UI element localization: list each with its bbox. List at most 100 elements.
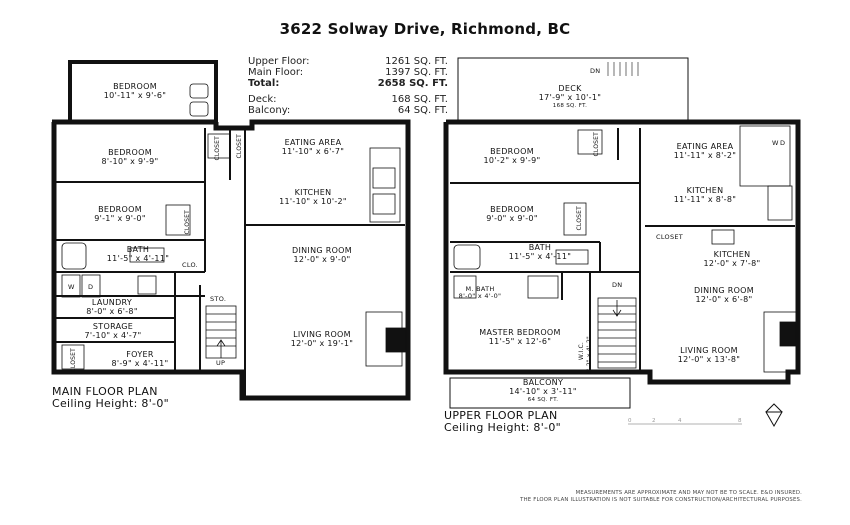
- scale-tick-8: 8: [738, 418, 742, 424]
- area-label: Deck:: [248, 94, 277, 105]
- room-dimensions: 11'-11" x 8'-8": [673, 195, 737, 204]
- main-floor-plan-name: MAIN FLOOR PLAN: [52, 385, 158, 398]
- balcony-label: BALCONY 14'-10" x 3'-11" 64 SQ. FT.: [478, 378, 608, 405]
- upper-closet-label: CLOSET: [576, 206, 583, 231]
- room-dimensions: 10'-11" x 9'-6": [103, 91, 167, 100]
- scale-tick-4: 4: [678, 418, 682, 424]
- area-label: Upper Floor:: [248, 56, 310, 67]
- area-row: Main Floor: 1397 SQ. FT.: [248, 67, 448, 78]
- room-dimensions: 11'-11" x 8'-2": [673, 151, 737, 160]
- room-dimensions: 12'-0" x 19'-1": [290, 339, 354, 348]
- room-name: LIVING ROOM: [680, 346, 738, 355]
- main-up-label: UP: [216, 359, 226, 367]
- room-name: BEDROOM: [490, 205, 534, 214]
- area-value: 1397 SQ. FT.: [385, 67, 448, 78]
- main-bedroom-2-label: BEDROOM 8'-10" x 9'-9": [70, 148, 190, 166]
- room-dimensions: 11'-5" x 12'-6": [488, 337, 552, 346]
- room-name: DINING ROOM: [694, 286, 754, 295]
- main-dining-room-label: DINING ROOM 12'-0" x 9'-0": [262, 246, 382, 264]
- upper-bedroom-1-label: BEDROOM 10'-2" x 9'-9": [462, 147, 562, 165]
- main-bath-label: BATH 11'-5" x 4'-11": [78, 245, 198, 263]
- main-floor-fixtures: [61, 83, 407, 370]
- room-name: LIVING ROOM: [293, 330, 351, 339]
- room-dimensions: 11'-5" x 4'-11": [508, 252, 572, 261]
- room-dimensions: 8'-9" x 4'-11": [111, 359, 169, 368]
- upper-floor-plan-name: UPPER FLOOR PLAN: [444, 409, 558, 422]
- area-row: Total: 2658 SQ. FT.: [248, 78, 448, 89]
- scale-tick-2: 2: [652, 418, 656, 424]
- area-label: Main Floor:: [248, 67, 304, 78]
- scale-tick-0: 0: [628, 418, 632, 424]
- room-dimensions: 9'-0" x 9'-0": [486, 214, 538, 223]
- room-dimensions: 9'-1" x 9'-0": [94, 214, 146, 223]
- room-name: BEDROOM: [113, 82, 157, 91]
- room-dimensions: 12'-0" x 13'-8": [677, 355, 741, 364]
- disclaimer-line-1: MEASUREMENTS ARE APPROXIMATE AND MAY NOT…: [575, 490, 802, 496]
- main-clo-label: CLO.: [182, 261, 199, 269]
- area-label: Total:: [248, 78, 280, 89]
- upper-floor-walls: [443, 57, 801, 409]
- main-laundry-label: LAUNDRY 8'-0" x 6'-8": [72, 298, 152, 316]
- room-name: M. BATH: [465, 285, 495, 293]
- main-floor-walls: [51, 60, 411, 401]
- area-value: 64 SQ. FT.: [397, 105, 448, 116]
- main-closet-label: CLOSET: [70, 348, 77, 373]
- upper-kitchen-2-label: KITCHEN 12'-0" x 7'-8": [682, 250, 782, 268]
- area-value: 2658 SQ. FT.: [377, 78, 448, 89]
- balcony-dimensions: 14'-10" x 3'-11": [509, 387, 577, 396]
- room-name: BATH: [126, 245, 150, 254]
- upper-closet-label: CLOSET: [593, 132, 600, 157]
- room-name: KITCHEN: [686, 186, 724, 195]
- area-row: Deck: 168 SQ. FT.: [248, 94, 448, 105]
- upper-eating-area-label: EATING AREA 11'-11" x 8'-2": [650, 142, 760, 160]
- main-foyer-label: FOYER 8'-9" x 4'-11": [100, 350, 180, 368]
- room-name: EATING AREA: [676, 142, 734, 151]
- area-label: Balcony:: [248, 105, 291, 116]
- room-dimensions: 12'-0" x 7'-8": [703, 259, 761, 268]
- upper-floor-fixtures: [453, 125, 799, 373]
- area-value: 168 SQ. FT.: [391, 94, 448, 105]
- upper-dining-room-label: DINING ROOM 12'-0" x 6'-8": [664, 286, 784, 304]
- upper-kitchen-1-label: KITCHEN 11'-11" x 8'-8": [650, 186, 760, 204]
- deck-area: 168 SQ. FT.: [552, 103, 588, 109]
- room-name: EATING AREA: [284, 138, 342, 147]
- room-name: KITCHEN: [713, 250, 751, 259]
- upper-wic-dim: 3'-2" x 4'-2": [586, 336, 593, 375]
- room-name: BEDROOM: [490, 147, 534, 156]
- room-name: STORAGE: [92, 322, 134, 331]
- main-closet-label: CLOSET: [236, 134, 243, 159]
- main-kitchen-label: KITCHEN 11'-10" x 10'-2": [258, 188, 368, 206]
- deck-dimensions: 17'-9" x 10'-1": [538, 93, 602, 102]
- room-dimensions: 12'-0" x 9'-0": [293, 255, 351, 264]
- upper-master-bedroom-label: MASTER BEDROOM 11'-5" x 12'-6": [460, 328, 580, 346]
- main-washer-label: W: [68, 283, 75, 291]
- main-eating-area-label: EATING AREA 11'-10" x 6'-7": [258, 138, 368, 156]
- upper-dryer-label: D: [780, 139, 786, 147]
- room-dimensions: 8'-10" x 9'-9": [101, 157, 159, 166]
- upper-washer-label: W: [772, 139, 779, 147]
- room-dimensions: 11'-10" x 6'-7": [281, 147, 345, 156]
- room-name: BEDROOM: [108, 148, 152, 157]
- main-sto-label: STO.: [210, 295, 227, 303]
- room-name: KITCHEN: [294, 188, 332, 197]
- upper-bedroom-2-label: BEDROOM 9'-0" x 9'-0": [462, 205, 562, 223]
- area-value: 1261 SQ. FT.: [385, 56, 448, 67]
- main-dryer-label: D: [88, 283, 94, 291]
- room-name: LAUNDRY: [91, 298, 133, 307]
- main-floor-ceiling: Ceiling Height: 8'-0": [52, 397, 169, 410]
- area-row: Upper Floor: 1261 SQ. FT.: [248, 56, 448, 67]
- upper-wic-label: W.I.C.: [578, 342, 585, 361]
- room-dimensions: 11'-10" x 10'-2": [279, 197, 347, 206]
- room-dimensions: 11'-5" x 4'-11": [106, 254, 170, 263]
- compass-rose: [765, 403, 783, 428]
- room-dimensions: 12'-0" x 6'-8": [695, 295, 753, 304]
- balcony-name: BALCONY: [522, 378, 564, 387]
- room-name: FOYER: [126, 350, 154, 359]
- deck-label: DECK 17'-9" x 10'-1" 168 SQ. FT.: [500, 84, 640, 111]
- upper-living-room-label: LIVING ROOM 12'-0" x 13'-8": [654, 346, 764, 364]
- main-living-room-label: LIVING ROOM 12'-0" x 19'-1": [262, 330, 382, 348]
- upper-bath-label: BATH 11'-5" x 4'-11": [480, 243, 600, 261]
- main-closet-label: CLOSET: [214, 136, 221, 161]
- main-bedroom-3-label: BEDROOM 9'-1" x 9'-0": [70, 205, 170, 223]
